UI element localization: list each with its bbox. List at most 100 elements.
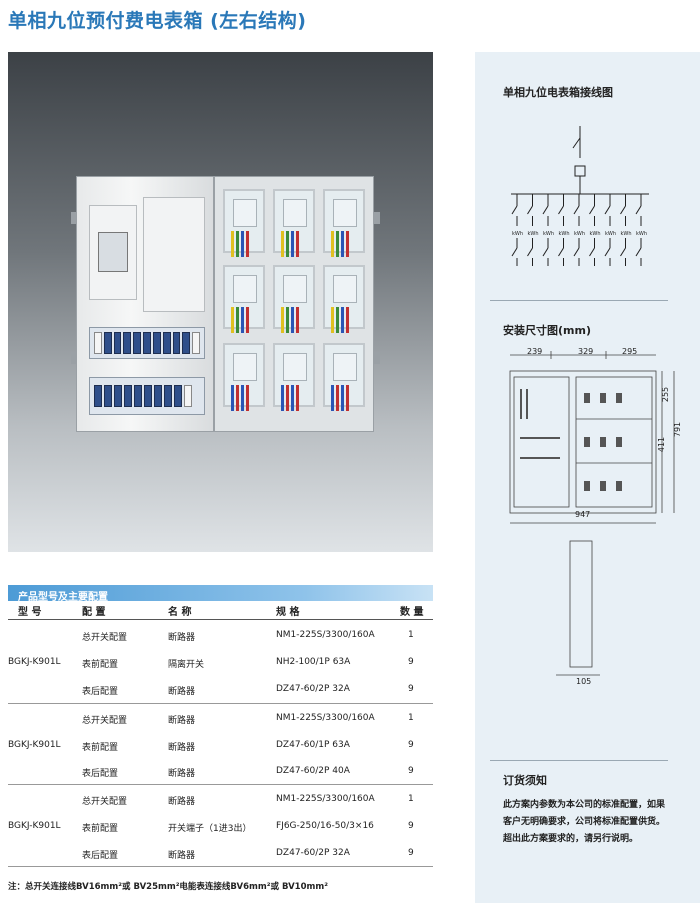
branch-label: kWh [605,231,616,237]
config-cell: 表前配置 [82,660,119,670]
hinge [71,352,77,364]
model-cell: BGKJ-K901L [8,821,61,831]
col-head-spec: 规 格 [276,607,300,618]
branch-switch [511,247,518,257]
hinge [374,212,380,224]
meter-window [223,343,265,407]
branch-switch [527,247,533,257]
spec-cell: NM1-225S/3300/160A [276,713,375,723]
dimensions-title: 安装尺寸图(mm) [503,324,591,337]
wires [331,385,349,411]
dim-top-2: 329 [578,347,594,356]
name-cell: 断路器 [168,633,196,643]
branch-label: kWh [512,231,523,237]
dim-top-1: 239 [527,347,543,356]
hinge [71,212,77,224]
meter-window [223,265,265,329]
config-cell: 总开关配置 [82,716,128,726]
branch-label: kWh [590,231,601,237]
qty-cell: 1 [408,713,414,723]
model-cell: BGKJ-K901L [8,657,61,667]
meter-reader-panel [143,197,205,312]
name-cell: 隔离开关 [168,660,205,670]
qty-cell: 9 [408,766,414,776]
hinge [374,352,380,364]
header-rule [8,619,433,620]
branch-switch [635,247,642,257]
branch-label: kWh [559,231,570,237]
branch-label: kWh [636,231,647,237]
wires [231,231,249,257]
divider [490,760,668,761]
name-cell: 开关端子（1进3出） [168,824,252,834]
name-cell: 断路器 [168,687,196,697]
wires [281,385,299,411]
branch-label: kWh [528,231,539,237]
group-rule [8,784,433,785]
meter-window [273,343,315,407]
group-rule [8,703,433,704]
spec-cell: DZ47-60/2P 32A [276,684,350,694]
spec-cell: DZ47-60/2P 40A [276,766,350,776]
branch-switch [604,205,611,215]
left-cabinet [76,176,214,432]
qty-cell: 9 [408,684,414,694]
qty-cell: 9 [408,821,414,831]
meter-window [323,189,365,253]
qty-cell: 9 [408,740,414,750]
main-switch-panel [89,205,137,300]
branch-switch [573,205,580,215]
notice-text: 此方案内参数为本公司的标准配置，如果客户无明确要求，公司将标准配置供货。超出此方… [503,800,666,844]
qty-cell: 1 [408,794,414,804]
branch-switch [558,205,564,215]
config-cell: 表后配置 [82,687,119,697]
divider [490,300,668,301]
wires [231,385,249,411]
branch-label: kWh [621,231,632,237]
branch-switch [635,205,642,215]
spec-cell: NM1-225S/3300/160A [276,630,375,640]
right-cabinet [214,176,374,432]
col-head-config: 配 置 [82,607,106,618]
meter-window [323,265,365,329]
name-cell: 断路器 [168,851,196,861]
branch-switch [573,247,580,257]
qty-cell: 9 [408,657,414,667]
config-cell: 表前配置 [82,743,119,753]
breaker-row-top [89,327,205,359]
table-section-title: 产品型号及主要配置 [18,592,108,603]
dim-top-3: 295 [622,347,638,356]
col-head-name: 名 称 [168,607,192,618]
wiring-title: 单相九位电表箱接线图 [503,86,613,99]
meter-window [323,343,365,407]
dim-right-3: 791 [673,421,683,438]
dim-bottom: 947 [575,510,591,519]
model-cell: BGKJ-K901L [8,740,61,750]
branch-switch [558,247,564,257]
qty-cell: 9 [408,848,414,858]
config-cell: 表前配置 [82,824,119,834]
name-cell: 断路器 [168,769,196,779]
page-title: 单相九位预付费电表箱 (左右结构) [8,10,307,32]
branch-label: kWh [543,231,554,237]
name-cell: 断路器 [168,797,196,807]
spec-cell: DZ47-60/1P 63A [276,740,350,750]
main-breaker [98,232,128,272]
table-section-bar: 产品型号及主要配置 [8,585,433,603]
product-photo [8,52,433,552]
config-cell: 总开关配置 [82,633,128,643]
branch-label: kWh [574,231,585,237]
spec-cell: NH2-100/1P 63A [276,657,351,667]
config-cell: 总开关配置 [82,797,128,807]
meter-window [273,265,315,329]
name-cell: 断路器 [168,716,196,726]
branch-switch [511,205,518,215]
config-cell: 表后配置 [82,769,119,779]
breaker-row-bottom [89,377,205,415]
col-head-qty: 数 量 [400,607,424,618]
branch-switch [620,247,626,257]
name-cell: 断路器 [168,743,196,753]
branch-switch [604,247,611,257]
col-head-model: 型 号 [18,607,42,618]
